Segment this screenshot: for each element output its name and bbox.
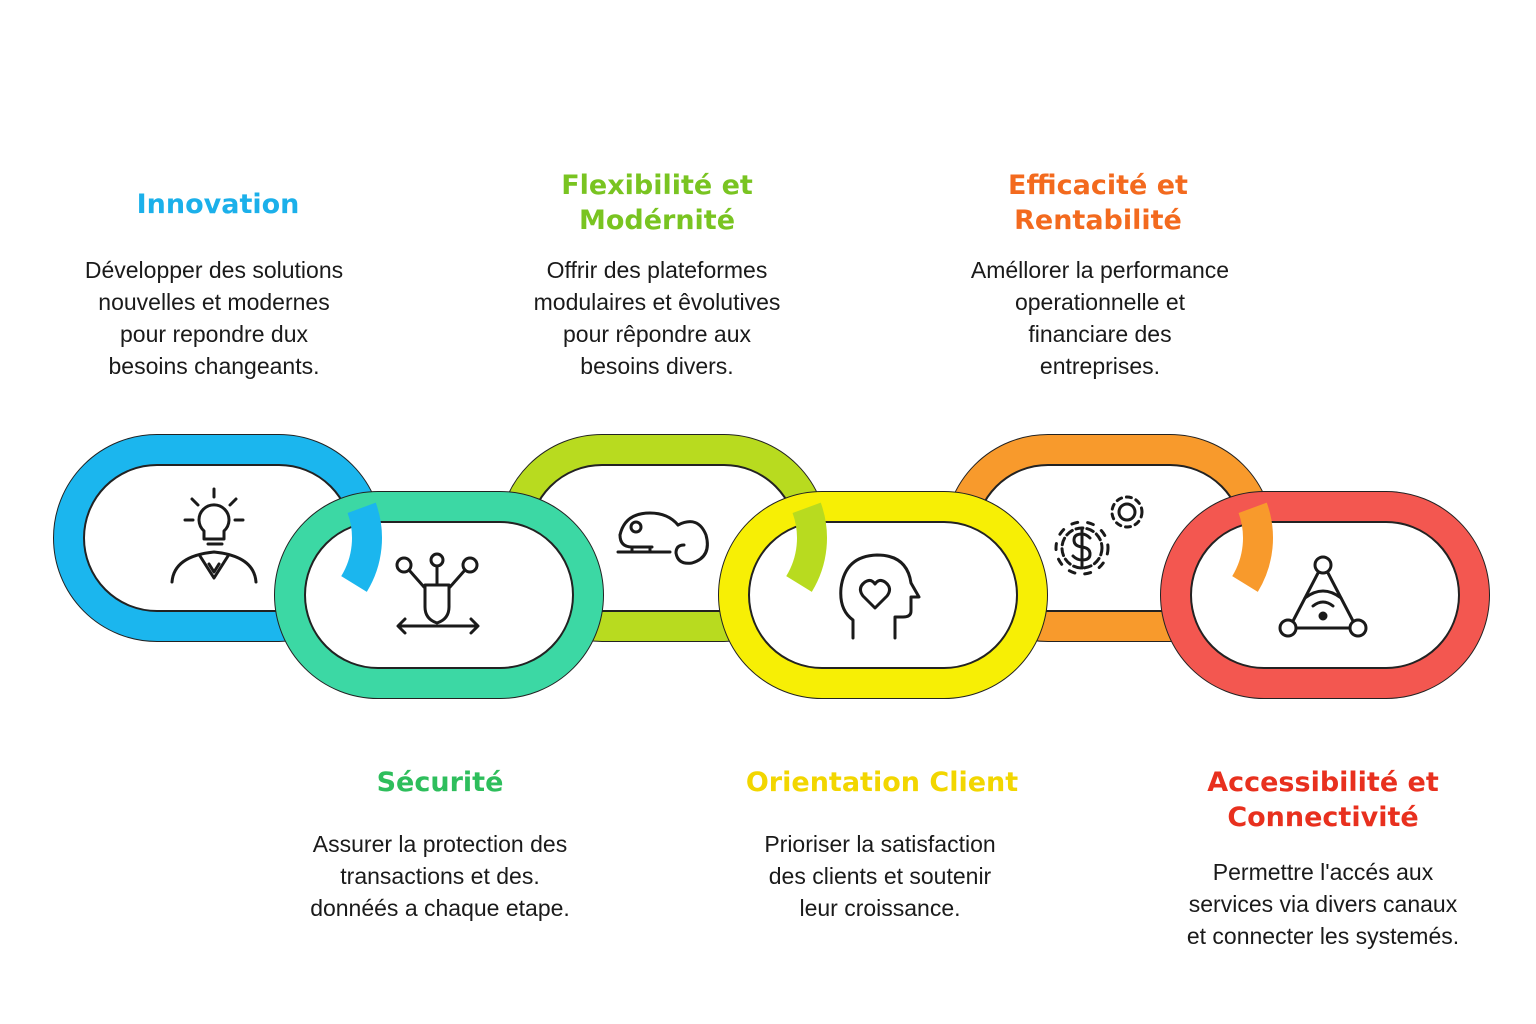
flexibilite-title: Flexibilité et Modérnité [561,170,753,236]
innovation-title: Innovation [136,189,300,220]
chain-link-4 [719,492,1047,698]
accessibilite-title: Accessibilité et Connectivité [1207,767,1439,833]
idea-person-icon [170,487,258,584]
head-heart-icon [839,553,921,640]
chain-link-overlap-3 [785,502,827,592]
chain-link-group-2 [274,491,604,699]
chain-link-group-4 [718,491,1048,699]
accessibilite-description: Permettre l'accés aux services via diver… [1186,859,1460,949]
chain-link-inner-4 [748,521,1018,669]
chain-link-overlap-1 [340,502,382,592]
efficacite-description: Améllorer la performance operationnelle … [970,257,1230,379]
efficacite-title: Efficacité et Rentabilité [1008,170,1188,236]
network-wifi-icon [1278,555,1368,638]
securite-description: Assurer la protection des transactions e… [310,831,570,921]
innovation-description: Développer des solutions nouvelles et mo… [84,257,344,379]
chain-link-2 [275,492,603,698]
flexibilite-description: Offrir des plateformes modulaires et êvo… [533,257,781,379]
orientation-client-title: Orientation Client [745,767,1019,798]
chain-link-inner-6 [1190,521,1460,669]
securite-title: Sécurité [376,767,504,798]
shield-network-icon [395,552,480,635]
orientation-client-description: Prioriser la satisfaction des clients et… [764,831,996,921]
chameleon-icon [616,511,709,565]
chain-link-6 [1161,492,1489,698]
chain-link-group-6 [1160,491,1490,699]
chain-link-inner-2 [304,521,574,669]
chain-link-overlap-5 [1231,502,1273,592]
dollar-gears-icon [1054,495,1144,576]
chain-links-front [274,491,1490,699]
